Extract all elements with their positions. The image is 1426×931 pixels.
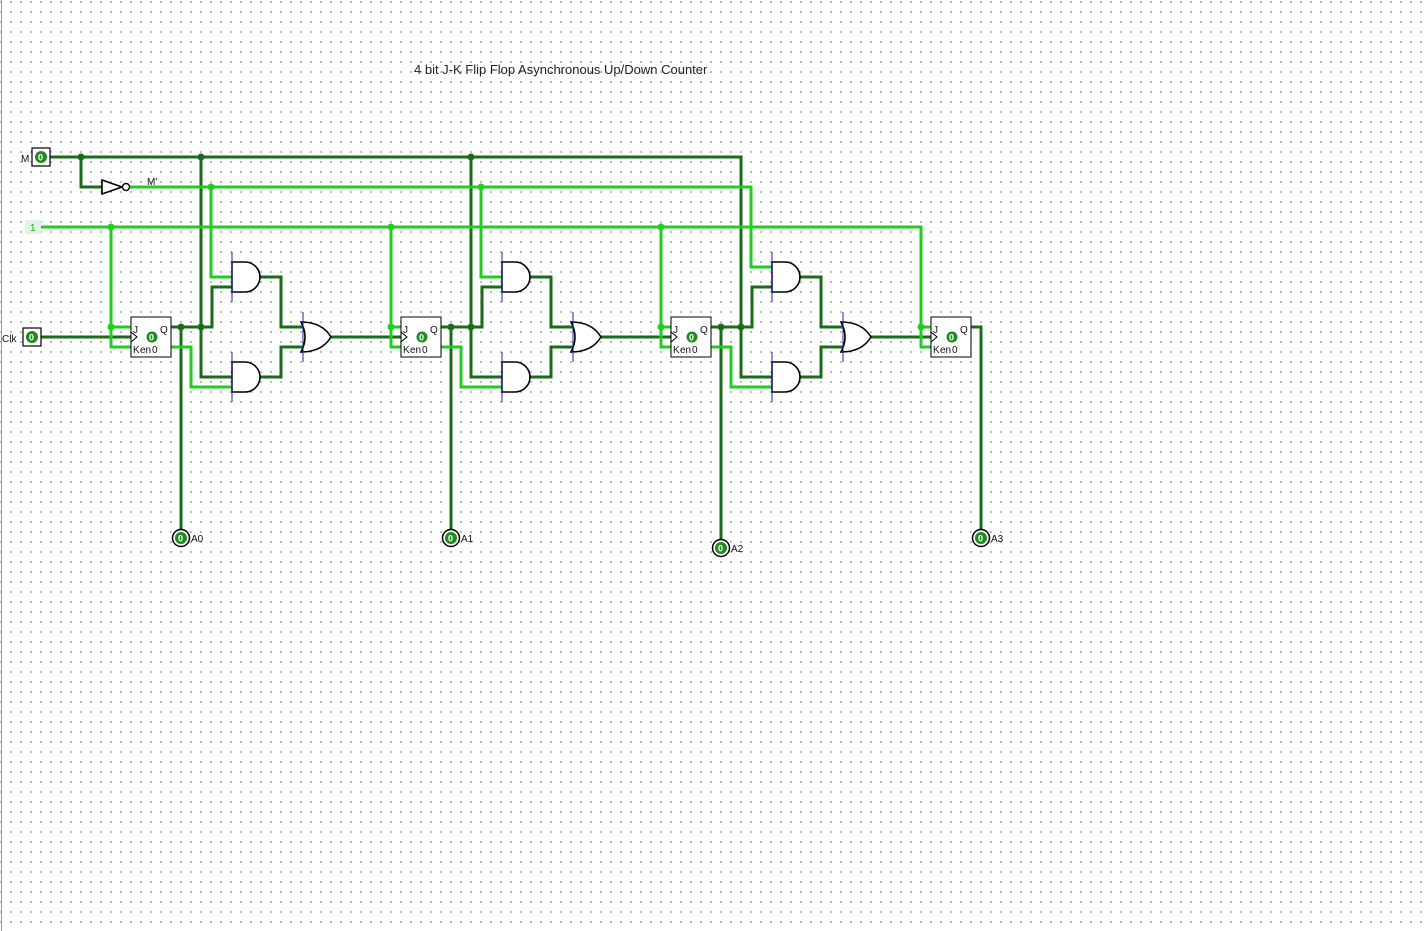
a3-value: 0 [978,534,983,544]
a0-value: 0 [178,534,183,544]
a0-label: A0 [191,534,204,545]
constant-one[interactable]: 1 [25,220,41,234]
ff3-j-label: J [933,325,938,336]
ff0-en-label: en [140,345,151,356]
mode-label: M [21,154,29,165]
inverter-label: M' [147,177,157,188]
output-probe-a0[interactable]: 0 A0 [171,528,204,548]
a1-value: 0 [448,534,453,544]
jk-flip-flop-0[interactable]: J Q K en 0 0 [130,316,172,358]
ff1-state: 0 [419,333,424,343]
jk-flip-flop-3[interactable]: J Q K en 0 0 [930,316,972,358]
not-gate[interactable] [101,178,131,196]
clock-input[interactable]: 0 [22,327,42,347]
and-gate-1b[interactable] [501,352,531,402]
constant-label: 1 [30,223,36,234]
or-gate-1[interactable] [569,312,602,362]
output-probe-a2[interactable]: 0 A2 [711,538,744,558]
ff3-q-label: Q [960,325,968,336]
mode-value: 0 [38,153,43,163]
and-gate-0a[interactable] [231,252,261,302]
ff0-q-label: Q [160,325,168,336]
a2-label: A2 [731,544,744,555]
output-probe-a3[interactable]: 0 A3 [971,528,1004,548]
and-gate-1a[interactable] [501,252,531,302]
a2-value: 0 [718,544,723,554]
a1-label: A1 [461,534,474,545]
ff2-q-label: Q [700,325,708,336]
mode-input[interactable]: 0 [31,147,51,167]
ff0-state-label: 0 [152,345,158,356]
ff1-k-label: K [403,345,410,356]
a3-label: A3 [991,534,1004,545]
ff3-state: 0 [949,333,954,343]
and-gate-2b[interactable] [771,352,801,402]
ff1-en-label: en [410,345,421,356]
ff2-j-label: J [673,325,678,336]
and-gate-2a[interactable] [771,252,801,302]
ff2-state-label: 0 [692,345,698,356]
ff1-q-label: Q [430,325,438,336]
ff2-k-label: K [673,345,680,356]
clock-value: 0 [29,333,34,343]
ff0-j-label: J [133,325,138,336]
ff1-j-label: J [403,325,408,336]
ff2-state: 0 [689,333,694,343]
jk-flip-flop-1[interactable]: J Q K en 0 0 [400,316,442,358]
ff1-state-label: 0 [422,345,428,356]
jk-flip-flop-2[interactable]: J Q K en 0 0 [670,316,712,358]
ff3-k-label: K [933,345,940,356]
diagram-title: 4 bit J-K Flip Flop Asynchronous Up/Down… [414,62,708,77]
and-gate-0b[interactable] [231,352,261,402]
or-gate-2[interactable] [839,312,872,362]
wires-low [40,155,983,549]
output-probe-a1[interactable]: 0 A1 [441,528,474,548]
ff0-k-label: K [133,345,140,356]
ff3-state-label: 0 [952,345,958,356]
wire-junctions [77,153,925,331]
or-gate-0[interactable] [299,312,332,362]
ff0-state: 0 [149,333,154,343]
ff3-en-label: en [940,345,951,356]
ff2-en-label: en [680,345,691,356]
clock-label: Clk [2,334,17,345]
